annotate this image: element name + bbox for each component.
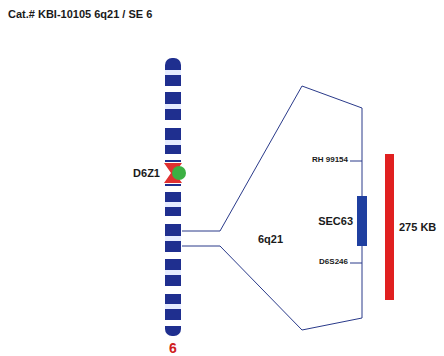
locus-label: SEC63 xyxy=(318,215,353,228)
probe-dot xyxy=(172,166,186,180)
chromosome-bands xyxy=(165,58,181,336)
zoom-lines xyxy=(182,86,362,330)
locus-label: RH 99154 xyxy=(312,155,348,165)
catalog-title: Cat.# KBI-10105 6q21 / SE 6 xyxy=(8,8,152,21)
chromosome-number: 6 xyxy=(169,340,177,356)
locus-label: 6q21 xyxy=(258,233,283,246)
locus-label: 275 KB xyxy=(399,221,436,234)
gene-bar xyxy=(357,196,367,246)
locus-label: D6S246 xyxy=(319,257,348,267)
probe-bar xyxy=(385,154,394,300)
locus-label: D6Z1 xyxy=(133,167,160,180)
